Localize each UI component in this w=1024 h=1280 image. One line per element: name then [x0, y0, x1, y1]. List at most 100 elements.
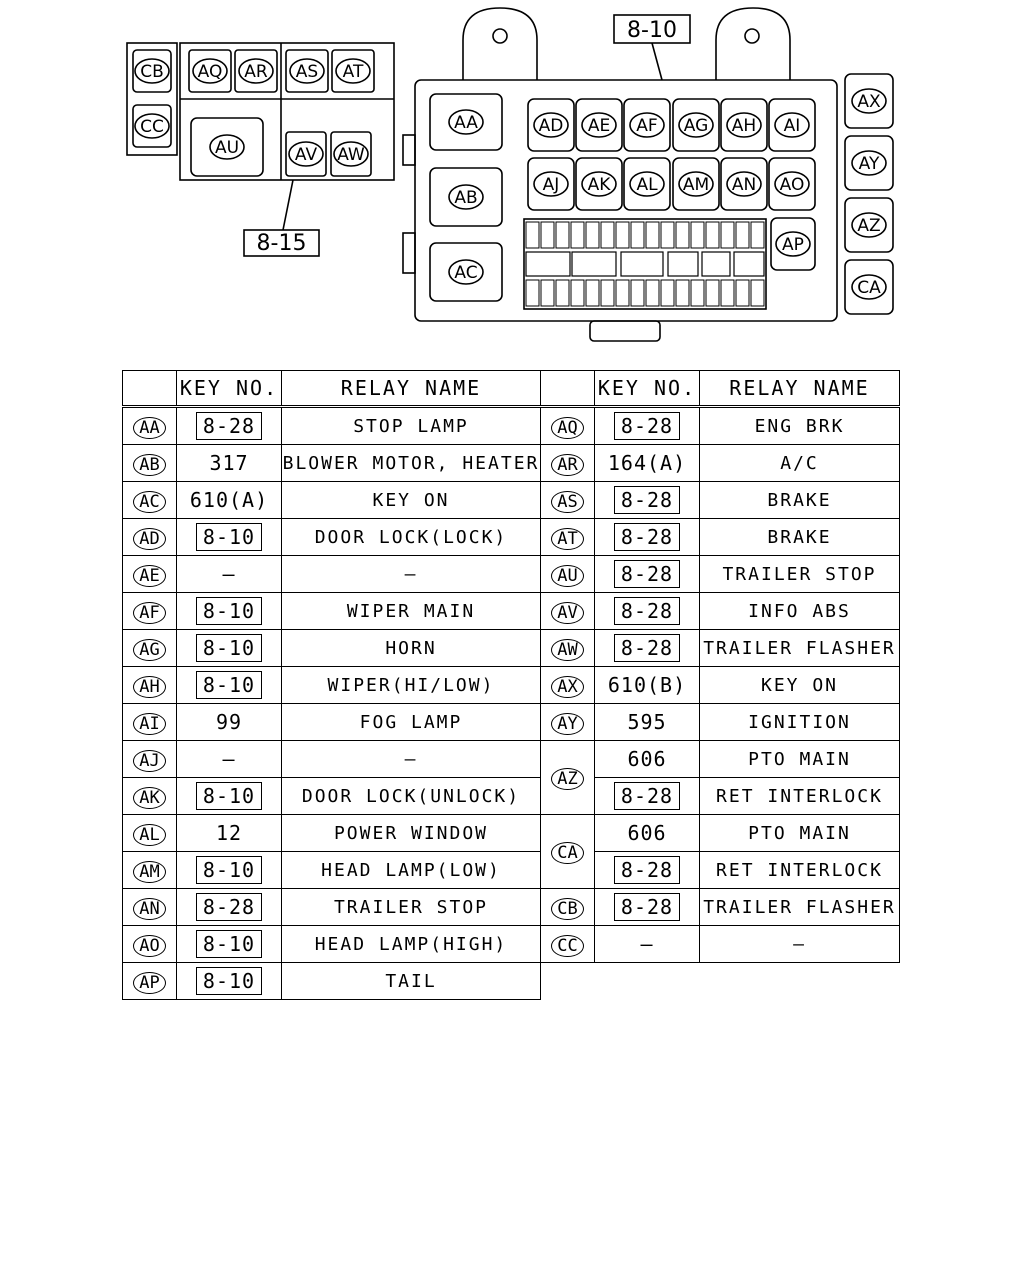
key-no-cell: 8-10: [176, 629, 282, 667]
fuse-slot: [733, 251, 765, 277]
relay-code-cell: AA: [122, 406, 177, 445]
relay-name-cell: —: [699, 925, 900, 963]
key-no-value: 99: [215, 710, 243, 734]
relay-code-badge: AK: [133, 786, 166, 809]
relay-code-badge: [448, 109, 484, 135]
fuse-slot: [690, 279, 705, 307]
relay-name-cell: IGNITION: [699, 703, 900, 741]
relay-code-cell: AM: [122, 851, 177, 889]
key-no-value: 8-28: [195, 893, 263, 921]
key-no-value: 8-28: [613, 634, 681, 662]
relay-code-badge: AF: [133, 601, 166, 624]
key-no-cell: 317: [176, 444, 282, 482]
relay-code-badge: AN: [133, 897, 166, 920]
fuse-slot: [615, 279, 630, 307]
relay-code-cell: AB: [122, 444, 177, 482]
relay-code-cell: AR: [540, 444, 595, 482]
relay-slot-large: [190, 117, 264, 177]
relay-code-badge: AT: [551, 527, 584, 550]
relay-name-cell: KEY ON: [281, 481, 541, 519]
fuse-slot: [645, 221, 660, 249]
relay-code-label: CC: [140, 117, 164, 137]
relay-code-badge: [238, 58, 274, 84]
fuse-slot: [585, 279, 600, 307]
fuse-slot: [620, 251, 664, 277]
relay-slot: [132, 104, 172, 148]
relay-slot-large: [429, 93, 503, 151]
relay-name-cell: KEY ON: [699, 666, 900, 704]
key-no-value: —: [222, 562, 236, 586]
leader-line: [282, 179, 294, 231]
relay-code-badge: AI: [133, 712, 166, 735]
relay-slot: [132, 49, 172, 93]
relay-code-badge: AB: [133, 453, 166, 476]
relay-slot: [575, 157, 623, 211]
relay-code-badge: [209, 134, 245, 160]
relay-code-badge: CB: [551, 897, 584, 920]
relay-name-cell: STOP LAMP: [281, 406, 541, 445]
left-panel-side: [126, 42, 178, 156]
relay-code-label: AT: [343, 62, 364, 82]
key-no-cell: 8-28: [594, 481, 700, 519]
relay-code-cell: AH: [122, 666, 177, 704]
fuse-block: [523, 218, 767, 310]
external-relay: [844, 135, 894, 191]
key-no-cell: 8-10: [176, 925, 282, 963]
relay-code-cell: AN: [122, 888, 177, 926]
key-no-cell: 606: [594, 740, 700, 778]
relay-code-badge: [333, 141, 369, 167]
relay-code-cell: AO: [122, 925, 177, 963]
relay-name-cell: TAIL: [281, 962, 541, 1000]
relay-name-cell: BLOWER MOTOR, HEATER: [281, 444, 541, 482]
key-no-value: 8-28: [613, 523, 681, 551]
key-no-value: 8-28: [613, 597, 681, 625]
relay-code-cell: AZ: [540, 740, 595, 815]
fuse-slot: [720, 221, 735, 249]
relay-code-badge: AS: [551, 490, 584, 513]
relay-code-badge: [851, 150, 887, 176]
relay-code-label: AR: [244, 62, 268, 82]
fuse-slot: [570, 221, 585, 249]
relay-name-cell: POWER WINDOW: [281, 814, 541, 852]
relay-slot-large: [429, 242, 503, 302]
relay-name-cell: RET INTERLOCK: [699, 777, 900, 815]
relay-code-cell: AS: [540, 481, 595, 519]
key-no-value: 8-28: [613, 560, 681, 588]
relay-name-cell: PTO MAIN: [699, 740, 900, 778]
fuse-slot: [540, 279, 555, 307]
relay-code-badge: [629, 171, 665, 197]
relay-name-cell: TRAILER FLASHER: [699, 888, 900, 926]
main-panel-body: [414, 79, 838, 322]
key-no-cell: 99: [176, 703, 282, 741]
key-no-value: 164(A): [607, 451, 687, 475]
relay-name-cell: DOOR LOCK(LOCK): [281, 518, 541, 556]
fuse-slot: [720, 279, 735, 307]
fuse-slot: [555, 279, 570, 307]
relay-code-badge: AR: [551, 453, 584, 476]
relay-code-cell: AQ: [540, 406, 595, 445]
relay-slot: [330, 131, 372, 177]
fuse-slot: [570, 279, 585, 307]
relay-code-label: AQ: [198, 62, 223, 82]
header-code: [540, 370, 595, 408]
relay-code-badge: [533, 171, 569, 197]
fuse-slot: [675, 279, 690, 307]
key-no-value: 8-28: [613, 856, 681, 884]
left-panel-body: [179, 42, 395, 181]
fuse-slot: [525, 221, 540, 249]
relay-code-label: AW: [337, 145, 365, 165]
header-code: [122, 370, 177, 408]
external-relay: [844, 259, 894, 315]
relay-code-badge: [851, 212, 887, 238]
external-relay: [844, 197, 894, 253]
key-no-cell: 8-28: [594, 518, 700, 556]
key-no-value: 317: [209, 451, 249, 475]
key-no-cell: 8-28: [594, 888, 700, 926]
